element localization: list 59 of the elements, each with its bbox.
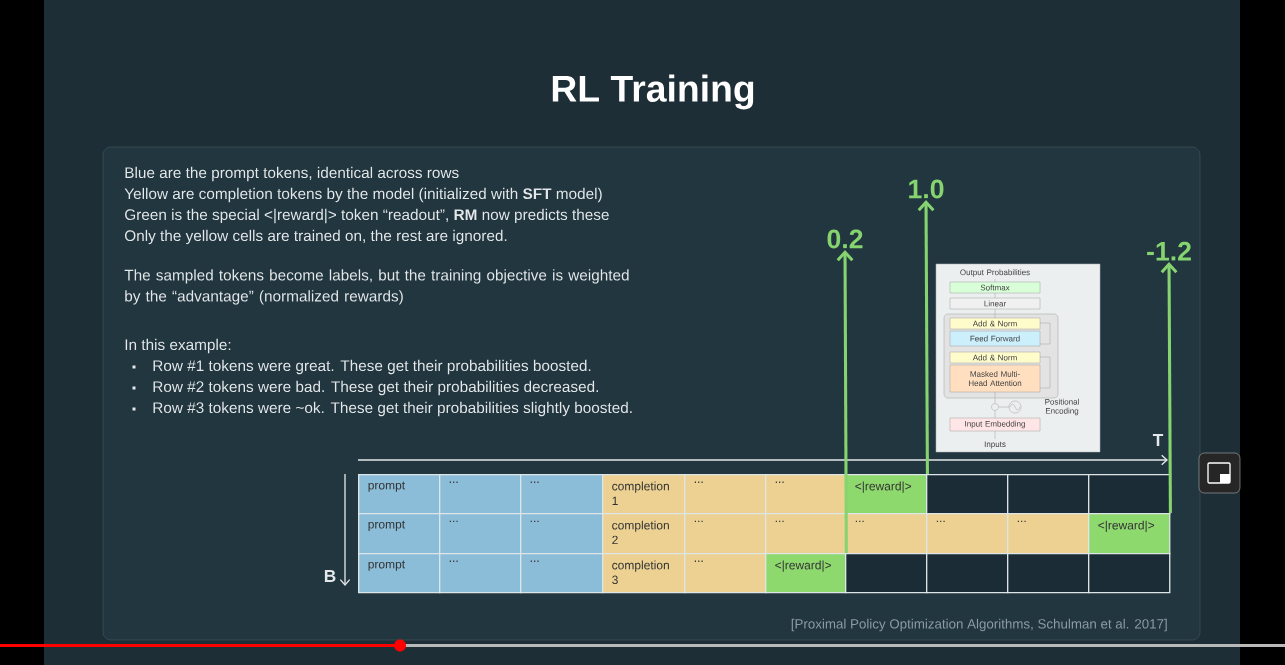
diagram-label: Linear — [984, 300, 1006, 307]
axis-label: B — [324, 570, 336, 582]
token-cell — [845, 553, 928, 594]
diagram-label: Output Probabilities — [960, 269, 1030, 277]
body-text: Only the yellow cells are trained on, the rest are ignored. — [125, 229, 507, 245]
body-text: In this example: — [125, 338, 231, 354]
bullet-text: Row #2 tokens were bad. These get their probabilities decreased. — [153, 380, 598, 396]
axis-label: T — [1152, 434, 1164, 446]
token-cell: completion 2 — [602, 513, 686, 555]
token-cell: ... — [684, 553, 767, 594]
arrow — [1160, 262, 1178, 514]
token-cell — [926, 553, 1009, 594]
token-cell: prompt — [358, 513, 441, 555]
citation-text: [Proximal Policy Optimization Algorithms, Schulman et al. 2017] — [791, 618, 1167, 632]
token-cell — [1007, 474, 1090, 515]
token-cell: ... — [926, 513, 1009, 555]
arrow — [836, 250, 854, 553]
diagram-label: Masked Multi-Head Attention — [968, 371, 1022, 386]
token-cell: <|reward|> — [765, 553, 847, 594]
token-cell: completion 3 — [602, 553, 686, 594]
reward-value: 0.2 — [827, 229, 863, 249]
token-cell — [1088, 474, 1171, 515]
body-text: Yellow are completion tokens by the model (initialized with SFT model) — [124, 187, 602, 203]
token-cell: completion 1 — [602, 474, 686, 515]
body-text: The sampled tokens become labels, but the training objective is weighted by the “advantage” (normalized rewards) — [124, 269, 629, 305]
token-cell — [926, 474, 1009, 515]
diagram-label: Inputs — [984, 441, 1006, 449]
diagram-label: Add & Norm — [972, 320, 1017, 327]
reward-value: -1.2 — [1147, 241, 1191, 261]
token-cell — [1088, 553, 1171, 594]
token-cell: ... — [765, 474, 847, 515]
token-cell: ... — [765, 513, 847, 555]
token-cell: ... — [520, 553, 604, 594]
token-cell: <|reward|> — [1088, 513, 1171, 555]
token-cell: ... — [439, 474, 522, 515]
body-text: Green is the special <|reward|> token “readout”, RM now predicts these — [125, 208, 609, 224]
token-cell: ... — [520, 513, 604, 555]
diagram-label: Feed Forward — [970, 335, 1020, 342]
token-cell: <|reward|> — [845, 474, 928, 515]
diagram-label: Softmax — [980, 284, 1010, 291]
bullet-text: Row #3 tokens were ~ok. These get their probabilities slightly boosted. — [153, 401, 632, 417]
diagram-label: Input Embedding — [965, 420, 1025, 429]
token-cell: ... — [520, 474, 604, 515]
body-text: Blue are the prompt tokens, identical across rows — [125, 166, 459, 182]
token-cell: ... — [1007, 513, 1090, 555]
reward-value: 1.0 — [909, 179, 944, 199]
bullet-text: Row #1 tokens were great. These get their probabilities boosted. — [153, 359, 591, 375]
diagram-label: Add & Norm — [972, 354, 1017, 361]
slide-title: RL Training — [552, 74, 754, 110]
token-cell: ... — [684, 474, 767, 515]
token-cell — [1007, 553, 1090, 594]
token-cell: prompt — [358, 474, 441, 515]
arrow — [917, 200, 935, 474]
token-cell: ... — [845, 513, 928, 555]
diagram-label: Positional Encoding — [1045, 398, 1079, 416]
token-cell: ... — [439, 513, 522, 555]
token-cell: ... — [439, 553, 522, 594]
token-cell: prompt — [358, 553, 441, 594]
token-cell: ... — [684, 513, 767, 555]
